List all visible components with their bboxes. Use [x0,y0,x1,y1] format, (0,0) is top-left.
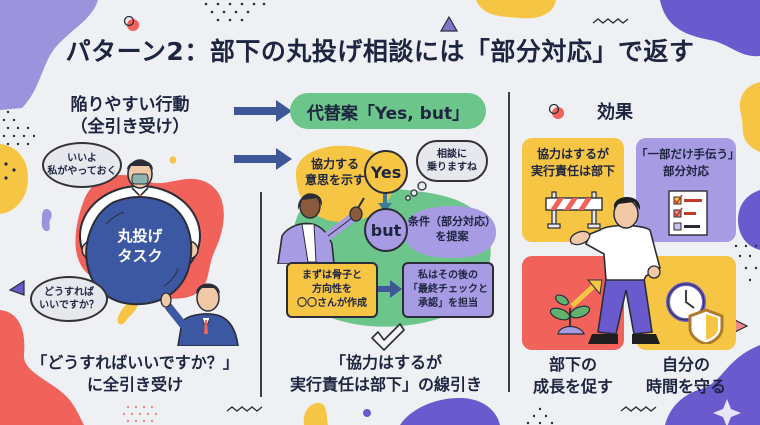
checklist-icon [668,190,708,236]
decor-yellow-bean [117,300,138,325]
card1-line1: 協力はするが [536,147,609,161]
barrier-icon [545,191,603,229]
task-bag-label-line1: 丸投げ [117,227,163,245]
decor-yellow-dot [169,156,177,164]
but-description-line1: 条件（部分対応） [408,215,496,228]
decor-purple-blob-bottom-right [665,345,760,425]
arrow-to-yes-shaft [234,155,278,163]
decor-ring-dot-top [123,15,139,31]
boss-speech-line2: 私がやっておく [47,166,117,177]
arrow-to-alternative-shaft [234,107,278,115]
decor-zigzag-top [592,18,629,24]
subordinate-figure-illustration [160,283,239,346]
step1-line3: 〇〇さんが作成 [297,298,367,309]
task-bag-label: 丸投げ タスク [110,226,170,267]
decor-triangle-left [8,280,25,296]
card1-line2: 実行責任は部下 [530,163,615,178]
decor-dots-bottom-pink [122,405,158,423]
decor-purple-dot-bottom [363,409,371,417]
middle-caption-line2: 実行責任は部下」の線引き [289,374,482,394]
decor-dots-top [204,2,266,22]
effect-card-responsibility: 協力はするが 実行責任は部下 [522,138,624,242]
thought-trail-dots [405,181,427,201]
decor-coral-blob-bottom-left [0,310,84,425]
but-circle: but [364,208,408,252]
left-caption-line1: 「どうすればいいですか？」 [31,353,239,372]
decor-yellow-blob-right [739,82,760,152]
left-caption: 「どうすればいいですか？」 に全引き受け [20,352,250,395]
time-caption-line2: 時間を守る [645,376,726,396]
step-arrow-icon [378,280,402,298]
subordinate-speech-bubble: どうすれば いいですか？ [30,276,108,322]
step2-line1: 私はその後の [418,270,478,281]
task-bag-label-line2: タスク [117,247,163,266]
alternative-heading-pill: 代替案「Yes, but」 [290,93,486,129]
decor-zigzag-bottom-left [226,406,263,412]
step2-line2: 「最終チェックと [408,284,488,295]
decor-dots-right [734,244,758,282]
decor-ring-dot-right [548,103,564,119]
step1-line2: 方向性を [312,284,352,295]
but-description-blob [404,206,496,258]
effects-heading-text: 効果 [597,102,633,123]
decor-yellow-blob-bottom [303,402,328,425]
man-presenting-illustration [569,197,661,344]
decor-purple-blob-top-left [0,0,98,110]
left-heading-line1: 陥りやすい行動 [70,95,190,115]
growing-plant-icon [549,279,603,335]
yes-description: 協力する 意思を示す [296,156,374,188]
growth-caption-line2: 成長を促す [532,376,613,396]
step1-line1: まずは骨子と [302,270,362,281]
subordinate-speech-line1: どうすれば [43,286,94,298]
growth-caption-line1: 部下の [548,355,597,374]
boss-speech-bubble: いいよ 私がやっておく [42,142,122,188]
decor-purple-circle-right [738,190,760,250]
decor-yellow-blob-top [476,0,556,19]
middle-caption-line1: 「協力はするが [329,353,442,372]
card2-line2: 部分対応 [663,163,709,178]
yes-circle: Yes [364,150,408,194]
decor-purple-blob-bottom [400,397,500,425]
page-title: パターン2：部下の丸投げ相談には「部分対応」で返す [65,37,695,66]
time-caption: 自分の 時間を守る [636,354,736,397]
decor-zigzag-bottom-right [620,406,657,412]
but-description-line2: を提案 [435,230,469,244]
middle-caption: 「協力はするが 実行責任は部下」の線引き [268,352,504,395]
growth-caption: 部下の 成長を促す [522,354,624,397]
subordinate-speech-line2: いいですか？ [39,300,99,311]
decor-purple-bean [41,209,52,232]
decor-triangle-top [440,16,458,32]
arrow-to-yes-head [276,148,292,170]
but-label: but [370,220,402,240]
thought-line2: 乗りますね [427,162,477,173]
thought-bubble: 相談に 乗りますね [416,140,488,182]
but-description: 条件（部分対応） を提案 [406,214,498,245]
thought-line1: 相談に [437,148,467,160]
decor-purple-blob-top-right [660,0,760,57]
step2-line3: 承認」を担当 [418,298,478,309]
woman-pointing-illustration [277,193,365,264]
yes-description-line1: 協力する [310,157,359,171]
checkmark-icon [371,323,405,351]
clock-shield-icon [666,282,724,344]
decor-yellow-circle-left [0,144,28,214]
decor-dots-bottom-right [526,407,554,425]
yes-to-but-arrow-icon [378,194,392,212]
yes-description-line2: 意思を示す [304,173,365,188]
step1-box: まずは骨子と 方向性を 〇〇さんが作成 [286,262,378,318]
effects-heading: 効果 [560,98,670,124]
step2-box: 私はその後の 「最終チェックと 承認」を担当 [402,262,494,318]
alternative-heading-text: 代替案「Yes, but」 [306,103,470,124]
time-caption-line1: 自分の [661,355,710,374]
card2-line1: 「一部だけ手伝う」 [636,147,740,161]
column-divider-left [260,192,262,397]
left-heading: 陥りやすい行動 （全引き受け） [40,94,220,138]
yes-label: Yes [370,162,402,182]
column-divider-right [508,92,510,392]
boss-speech-line1: いいよ [67,152,97,164]
left-heading-line2: （全引き受け） [70,117,190,138]
left-caption-line2: に全引き受け [86,374,183,394]
decor-dots-left [2,110,36,146]
arrow-to-alternative-head [276,100,292,122]
